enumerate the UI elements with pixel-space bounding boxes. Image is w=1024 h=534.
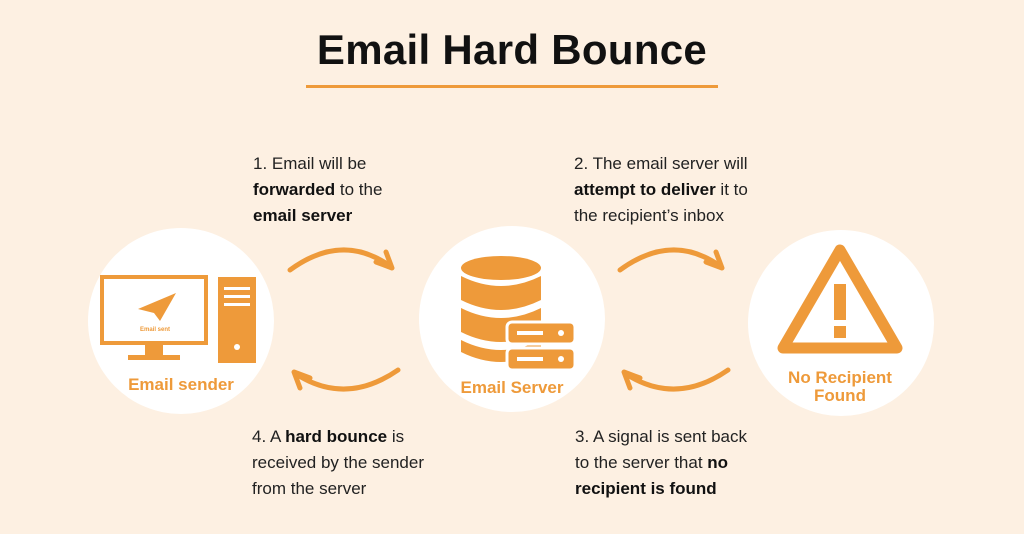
step-line: the recipient’s inbox: [574, 203, 748, 229]
step-line: from the server: [252, 476, 424, 502]
step-emphasis: no: [707, 453, 729, 472]
step-line: 1. Email will be: [253, 151, 382, 177]
recipient-label: No Recipient Found: [754, 369, 926, 405]
step-text-run: from the server: [252, 479, 367, 498]
arrow-server-to-sender: [291, 367, 401, 392]
title-underline: [306, 85, 718, 88]
step-2-text: 2. The email server will attempt to deliv…: [574, 151, 748, 229]
step-line: attempt to deliver it to: [574, 177, 748, 203]
step-line: email server: [253, 203, 382, 229]
step-line: 2. The email server will: [574, 151, 748, 177]
step-line: recipient is found: [575, 476, 747, 502]
step-text-run: to the server that: [575, 453, 708, 472]
diagram-title: Email Hard Bounce: [316, 26, 708, 73]
step-line: 4. A hard bounce is: [252, 424, 424, 450]
computer-icon: [100, 275, 256, 363]
step-text-run: 1. Email will be: [253, 154, 367, 173]
database-server-icon: [461, 256, 577, 372]
step-emphasis: email server: [253, 206, 353, 225]
warning-icon: [777, 244, 903, 354]
step-text-run: 2. The email server will: [574, 154, 748, 173]
step-text-run: it to: [715, 180, 748, 199]
step-text-run: 3. A signal is sent back: [575, 427, 747, 446]
recipient-label-line-1: No Recipient: [788, 368, 892, 387]
server-label: Email Server: [460, 378, 564, 397]
arrow-sender-to-server: [287, 247, 395, 273]
recipient-label-line-2: Found: [814, 386, 866, 405]
step-text-run: 4. A: [252, 427, 286, 446]
step-emphasis: forwarded: [253, 180, 336, 199]
step-text-run: is: [387, 427, 405, 446]
step-text-run: to the: [335, 180, 383, 199]
arrow-recipient-to-server: [621, 367, 731, 392]
sender-label: Email sender: [128, 375, 234, 394]
step-emphasis: attempt to deliver: [574, 180, 716, 199]
step-emphasis: hard bounce: [285, 427, 388, 446]
step-line: 3. A signal is sent back: [575, 424, 747, 450]
arrow-server-to-recipient: [617, 247, 725, 273]
step-text-run: the recipient’s inbox: [574, 206, 724, 225]
step-line: forwarded to the: [253, 177, 382, 203]
screen-caption: Email sent: [139, 327, 170, 333]
step-text-run: received by the sender: [252, 453, 424, 472]
step-4-text: 4. A hard bounce is received by the sende…: [252, 424, 424, 502]
step-3-text: 3. A signal is sent back to the server th…: [575, 424, 747, 502]
step-line: received by the sender: [252, 450, 424, 476]
step-emphasis: recipient is found: [575, 479, 717, 498]
step-line: to the server that no: [575, 450, 747, 476]
step-1-text: 1. Email will be forwarded to the email se…: [253, 151, 382, 229]
